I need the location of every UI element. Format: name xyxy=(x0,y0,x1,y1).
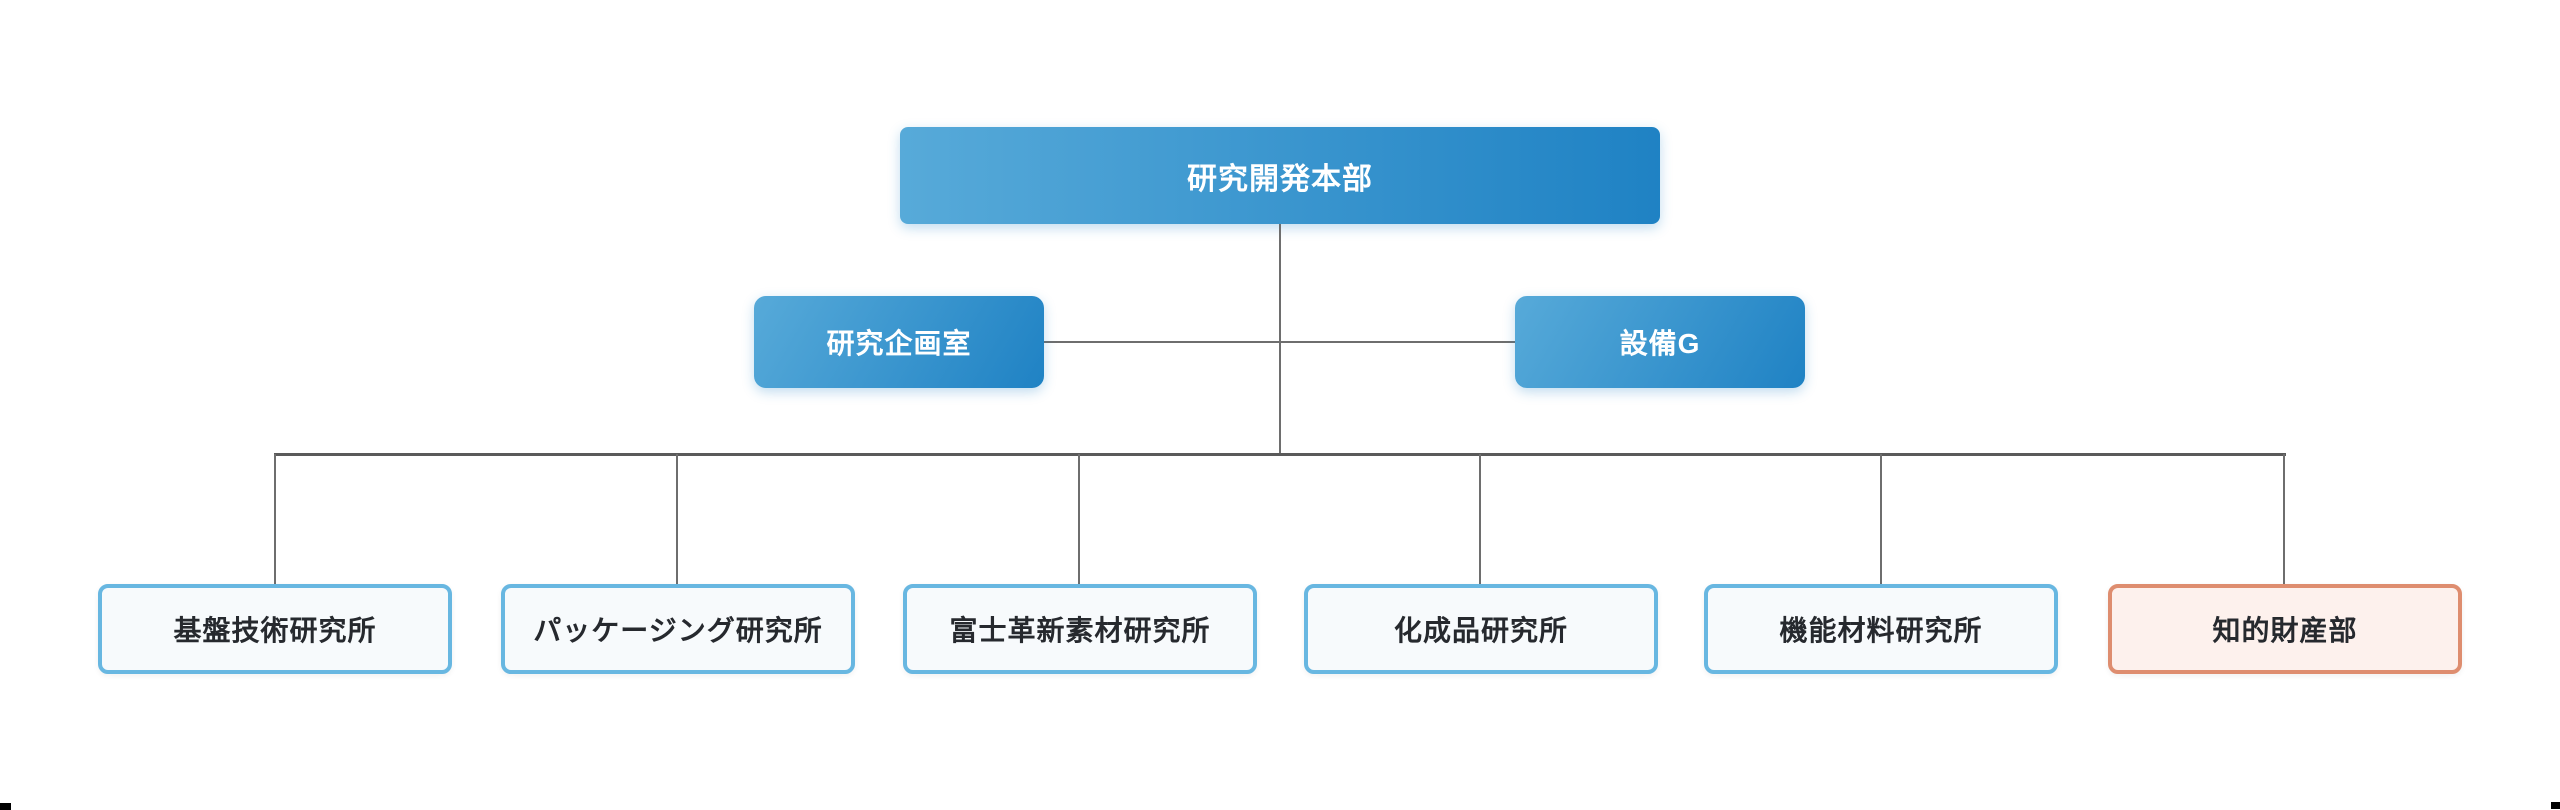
org-node-fundamental-technology-lab: 基盤技術研究所 xyxy=(98,584,452,674)
bottom-left-artifact xyxy=(0,803,11,810)
connector-drop-2 xyxy=(676,454,678,584)
connector-drop-3 xyxy=(1078,454,1080,584)
org-node-packaging-lab: パッケージング研究所 xyxy=(501,584,855,674)
org-node-research-planning-office: 研究企画室 xyxy=(754,296,1044,388)
connector-root-vertical xyxy=(1279,224,1281,454)
org-node-fuji-innovative-materials-lab: 富士革新素材研究所 xyxy=(903,584,1257,674)
bottom-right-artifact xyxy=(2551,802,2560,809)
connector-drop-4 xyxy=(1479,454,1481,584)
connector-drop-1 xyxy=(274,454,276,584)
org-node-intellectual-property-dept: 知的財産部 xyxy=(2108,584,2462,674)
connector-staff-horizontal xyxy=(1044,341,1515,343)
org-node-chemical-products-lab: 化成品研究所 xyxy=(1304,584,1658,674)
connector-drop-5 xyxy=(1880,454,1882,584)
connector-distribution-horizontal xyxy=(274,453,2286,456)
connector-drop-6 xyxy=(2283,454,2285,584)
org-node-rd-headquarters: 研究開発本部 xyxy=(900,127,1660,224)
org-node-functional-materials-lab: 機能材料研究所 xyxy=(1704,584,2058,674)
org-node-equipment-group: 設備G xyxy=(1515,296,1805,388)
